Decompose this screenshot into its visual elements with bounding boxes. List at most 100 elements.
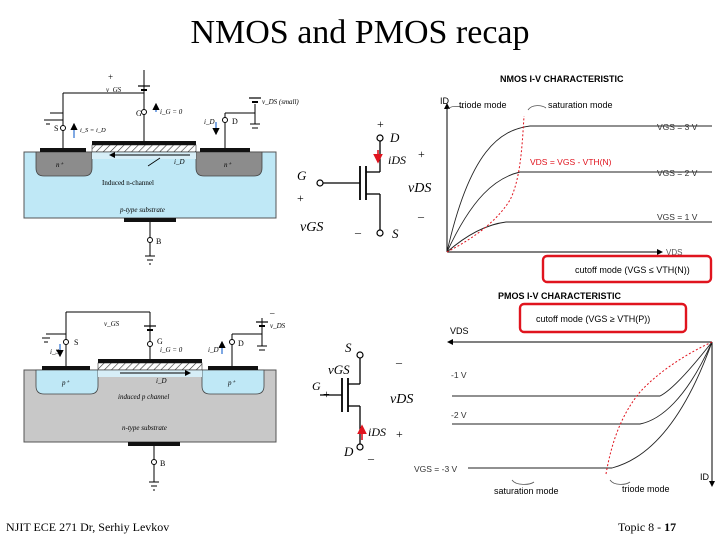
nmos-source-region [35,151,93,177]
pmos-m2-label: -2 V [451,410,467,420]
pmos-curve-m1 [452,341,713,397]
pmos-symbol: S – vGS G + vDS iDS + D – [312,340,413,465]
pmos-sym-vds: vDS [390,392,413,407]
nmos-sym-s: S [392,226,399,241]
nmos-sym-g: G [297,168,307,183]
pmos-b-label: B [160,459,165,468]
pmos-is-label: i_S [50,348,59,356]
nmos-n-plus-right: n⁺ [224,161,233,169]
pmos-cutoff-label: cutoff mode (VGS ≥ VTH(P)) [536,314,650,324]
nmos-id-top-label: i_D [204,118,215,126]
pmos-d-label: D [238,339,244,348]
nmos-y-label: ID [440,96,450,106]
pmos-sym-plus-right: + [396,427,403,441]
pmos-oxide [97,362,203,371]
nmos-plus-label: + [108,72,113,82]
nmos-saturation-label: saturation mode [548,100,613,110]
pmos-sym-s: S [345,340,352,355]
nmos-substrate-label: p-type substrate [119,206,165,214]
pmos-id-label: i_D [208,346,219,354]
pmos-drain-region [201,369,265,395]
pmos-iv-chart: PMOS I-V CHARACTERISTIC cutoff mode (VGS… [414,291,715,496]
nmos-x-label: VDS [666,248,682,257]
nmos-iv-chart: NMOS I-V CHARACTERISTIC ID triode mode s… [440,74,713,284]
nmos-sym-vds: vDS [408,181,431,196]
nmos-vgs1-label: VGS = 1 V [657,212,698,222]
nmos-vgs2-label: VGS = 2 V [657,168,698,178]
nmos-sym-ids: iDS [388,153,406,167]
nmos-b-label: B [156,237,161,246]
pmos-chart-title: PMOS I-V CHARACTERISTIC [498,291,622,301]
nmos-id-channel-label: i_D [174,158,185,166]
pmos-saturation-label: saturation mode [494,486,559,496]
pmos-triode-label: triode mode [622,484,670,494]
pmos-minus-1: – [107,306,113,316]
nmos-sym-minus-g: – [354,225,362,239]
pmos-channel-label: induced p channel [118,393,169,401]
nmos-curve-vgs3 [446,125,712,253]
footer-page: Topic 8 - 17 [618,520,676,535]
pmos-p-plus-right: p⁺ [227,379,237,387]
pmos-source-region [35,369,99,395]
footer-course-label: NJIT ECE 271 Dr, Serhiy Levkov [6,520,170,534]
pmos-sym-d: D [343,444,354,459]
nmos-vgs-label: v_GS [106,86,122,94]
pmos-y-label: VDS [450,326,469,336]
pmos-minus-2: – [269,308,275,318]
nmos-ig-label: i_G = 0 [160,108,183,116]
pmos-sym-minus-d: – [367,451,375,465]
pmos-substrate-label: n-type substrate [122,424,167,432]
pmos-sym-vgs: vGS [328,362,350,377]
nmos-drain-region [195,151,263,177]
pmos-sym-ids: iDS [368,425,386,439]
nmos-symbol: + D iDS + G vDS + vGS – – S [297,117,431,241]
pmos-structure-diagram: – – v_GS v_DS G i_G = 0 S D i_S i_D i_D … [23,306,286,491]
pmos-mode-boundary [605,341,713,475]
nmos-is-label: i_S = i_D [80,127,106,134]
pmos-sym-g: G [312,379,321,393]
pmos-x-label: ID [700,472,710,482]
nmos-g-label: G [136,109,142,118]
pmos-gate-plate [98,359,202,363]
nmos-s-label: S [54,124,58,133]
nmos-sym-plus-d: + [377,117,384,131]
pmos-s-label: S [74,338,78,347]
nmos-sym-vgs: vGS [300,220,323,235]
pmos-curve-m3 [468,341,713,469]
nmos-sym-minus-right: – [417,209,425,223]
nmos-sym-d: D [389,130,400,145]
nmos-curve-vgs2 [446,171,712,253]
nmos-boundary-label: VDS = VGS - VTH(N) [530,157,612,167]
nmos-oxide [91,144,197,153]
nmos-mode-boundary [446,115,525,253]
pmos-id-channel-label: i_D [156,377,167,385]
nmos-n-plus-left: n⁺ [56,161,65,169]
nmos-sym-plus-g: + [297,191,304,205]
nmos-chart-title: NMOS I-V CHARACTERISTIC [500,74,624,84]
nmos-structure-diagram: + v_GS v_DS (small) G i_G = 0 S D i_S = … [23,70,299,265]
footer-page-number: 17 [664,520,677,534]
pmos-cutoff-box [518,302,688,334]
nmos-gate-plate [92,141,196,145]
nmos-channel-label: Induced n-channel [102,179,154,187]
pmos-sym-plus-g: + [323,387,330,401]
pmos-m1-label: -1 V [451,370,467,380]
pmos-p-plus-left: p⁺ [61,379,71,387]
slide-title: NMOS and PMOS recap [190,14,530,51]
nmos-d-label: D [232,117,238,126]
pmos-curve-m2 [452,341,713,425]
nmos-curve-vgs1 [446,221,712,253]
nmos-triode-label: triode mode [459,100,507,110]
pmos-vgs3-label: VGS = -3 V [414,464,458,474]
nmos-vgs3-label: VGS = 3 V [657,122,698,132]
pmos-g-label: G [157,337,163,346]
nmos-cutoff-box [541,254,713,284]
footer-page-label: Topic 8 - [618,520,665,534]
pmos-vgs-label: v_GS [104,320,120,328]
pmos-vds-label: v_DS [270,322,286,330]
nmos-vds-label: v_DS (small) [262,98,299,106]
pmos-ig-label: i_G = 0 [160,346,183,354]
pmos-sym-minus-top: – [395,355,403,369]
nmos-sym-plus-right: + [418,147,425,161]
